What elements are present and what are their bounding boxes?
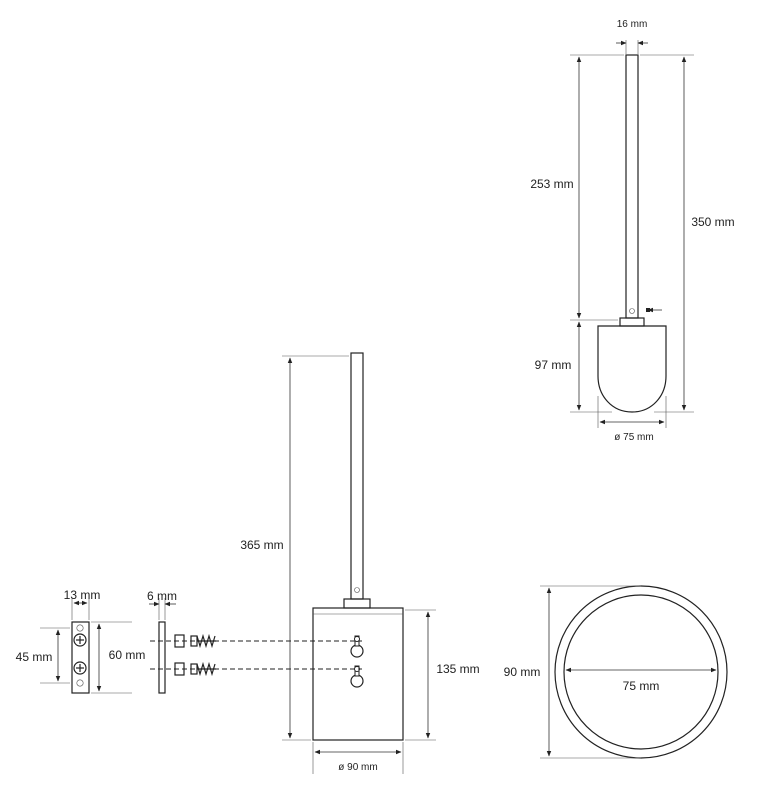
outer-ring <box>554 585 728 759</box>
holder-box <box>312 607 404 741</box>
dim-inner-diameter: 75 mm <box>623 679 660 693</box>
dim-handle-length: 253 mm <box>530 177 573 191</box>
bracket-hole-lower <box>73 661 87 675</box>
dim-box-height: 135 mm <box>436 662 479 676</box>
brush-head <box>597 325 667 413</box>
dim-bracket-width: 13 mm <box>64 588 101 602</box>
dim-total-height: 350 mm <box>691 215 734 229</box>
keyhole-upper <box>350 635 364 658</box>
circle-view: 75 mm 90 mm <box>498 585 728 759</box>
dim-handle-width: 16 mm <box>617 19 648 30</box>
dim-head-height: 97 mm <box>535 358 572 372</box>
keyhole-lower <box>350 665 364 688</box>
inner-ring <box>563 594 719 750</box>
handle-screw <box>629 308 635 314</box>
bracket-hole-upper <box>73 633 87 647</box>
holder-collar <box>343 598 371 609</box>
brush-handle <box>625 54 639 319</box>
wall-bracket <box>71 621 90 694</box>
dim-rod-height: 365 mm <box>240 538 283 552</box>
dim-head-diameter: ø 75 mm <box>614 432 653 443</box>
dim-outer-diameter: 90 mm <box>504 665 541 679</box>
holder-rod <box>350 352 364 600</box>
screw-indicator-mark <box>646 308 650 312</box>
dim-box-width: ø 90 mm <box>338 762 377 773</box>
dim-hole-spacing: 45 mm <box>16 650 53 664</box>
brush-view: 16 mm 253 mm 97 mm 350 mm ø 75 mm <box>526 19 740 443</box>
holder-view: 365 mm 135 mm ø 90 mm <box>236 352 484 774</box>
dim-spacer-thickness: 6 mm <box>147 589 177 603</box>
dim-bracket-height: 60 mm <box>109 648 146 662</box>
bracket-view: 13 mm 45 mm 60 mm 6 mm <box>12 588 362 694</box>
brush-collar <box>619 317 645 327</box>
spacer-plate <box>158 621 166 694</box>
rod-screw <box>354 587 360 593</box>
